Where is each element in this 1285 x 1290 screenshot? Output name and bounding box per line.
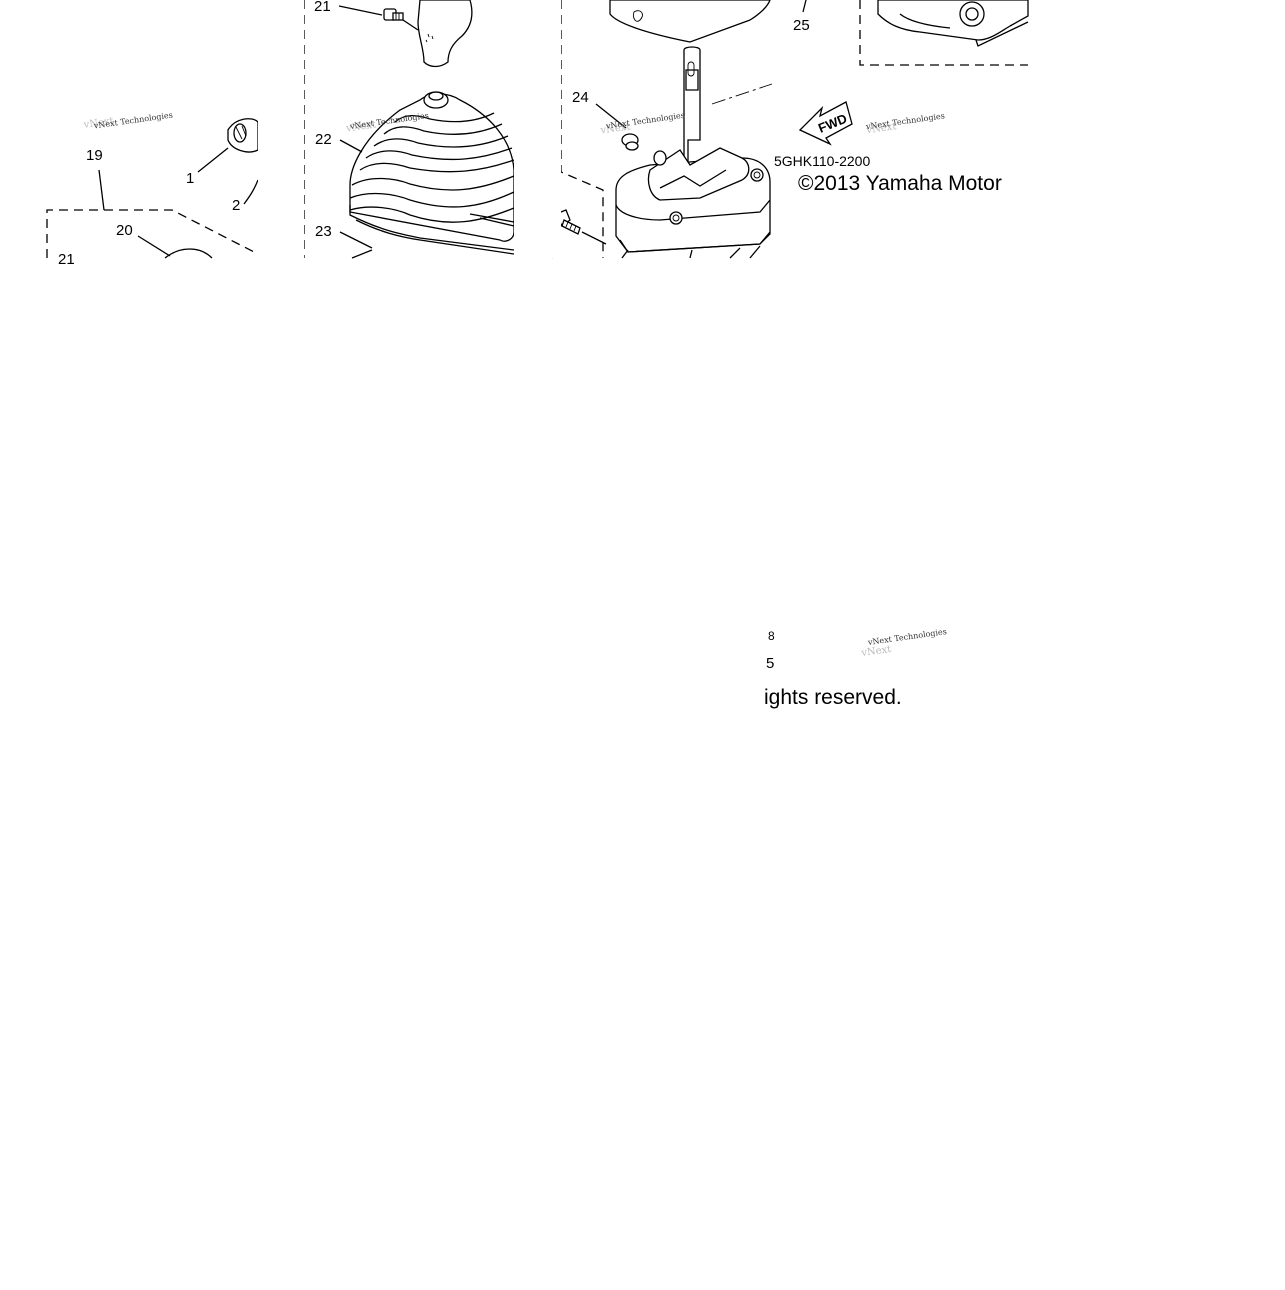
callout-21: 21 (314, 0, 331, 15)
shift-lever (683, 46, 773, 171)
callout-22: 22 (315, 131, 332, 148)
watermark-1: vNext vNext Technologies (82, 110, 173, 131)
callout-24: 24 (572, 89, 589, 106)
callout-25: 25 (793, 17, 810, 34)
leader-19 (98, 169, 105, 211)
svg-text:vNext Technologies: vNext Technologies (604, 111, 685, 131)
svg-text:vNext Technologies: vNext Technologies (866, 627, 947, 647)
svg-text:vNext: vNext (345, 119, 377, 134)
right-group: FWD 5GHK110-2200 ©2013 Yamaha Motor (774, 0, 1029, 195)
part-23-plate (349, 205, 515, 259)
group-19-outline (46, 209, 259, 258)
callout-19: 19 (86, 147, 103, 164)
boot-group: 21 22 (303, 0, 515, 259)
leader-1 (197, 147, 229, 173)
cover-clip (633, 10, 643, 22)
part-20-edge (164, 248, 213, 259)
callout-23: 23 (315, 223, 332, 240)
callout-2: 2 (232, 197, 240, 214)
part-1-bushing (227, 118, 259, 153)
svg-text:vNext: vNext (599, 121, 631, 136)
lever-group: 25 24 (551, 0, 810, 259)
svg-text:vNext: vNext (865, 121, 897, 136)
fragment-8: 8 (768, 629, 775, 643)
lower-fragments: 8 5 ights reserved. (764, 629, 902, 709)
left-group: 1 2 19 20 21 (46, 118, 259, 268)
part-code: 5GHK110-2200 (774, 153, 870, 169)
svg-text:vNext: vNext (860, 644, 892, 659)
callout-20: 20 (116, 222, 133, 239)
callout-1: 1 (186, 170, 194, 187)
leader-25 (802, 0, 807, 13)
leader-22 (339, 139, 363, 153)
svg-text:vNext Technologies: vNext Technologies (92, 110, 173, 130)
fragment-5: 5 (766, 655, 774, 672)
leader-2 (243, 179, 259, 205)
watermark-5: vNext vNext Technologies (860, 627, 948, 659)
clip-mask-b (514, 0, 561, 258)
leader-21-knob (402, 19, 419, 31)
watermark-3: vNext vNext Technologies (599, 111, 685, 137)
clip-mask-a (258, 0, 304, 258)
shift-gate-housing (615, 147, 771, 259)
part-21-screw (383, 8, 404, 21)
leader-bolt (581, 231, 607, 245)
copyright-line-2-fragment: ights reserved. (764, 686, 902, 709)
part-25-cover (609, 0, 771, 43)
part-24-bushing (621, 133, 667, 166)
part-22-boot (349, 91, 515, 242)
shift-knob (417, 0, 473, 68)
svg-text:vNext: vNext (82, 116, 114, 131)
group-outline-right (859, 0, 1028, 66)
leader-23 (339, 231, 373, 249)
leader-21 (338, 5, 383, 16)
watermark-4: vNext vNext Technologies (864, 111, 945, 136)
leader-20 (137, 235, 171, 257)
leader-24 (595, 103, 627, 129)
callout-21-partial: 21 (58, 251, 75, 268)
copyright-line-1: ©2013 Yamaha Motor (798, 172, 1002, 195)
top-right-component (877, 0, 1029, 47)
fwd-direction-arrow: FWD (798, 101, 853, 146)
svg-text:vNext Technologies: vNext Technologies (864, 111, 945, 131)
